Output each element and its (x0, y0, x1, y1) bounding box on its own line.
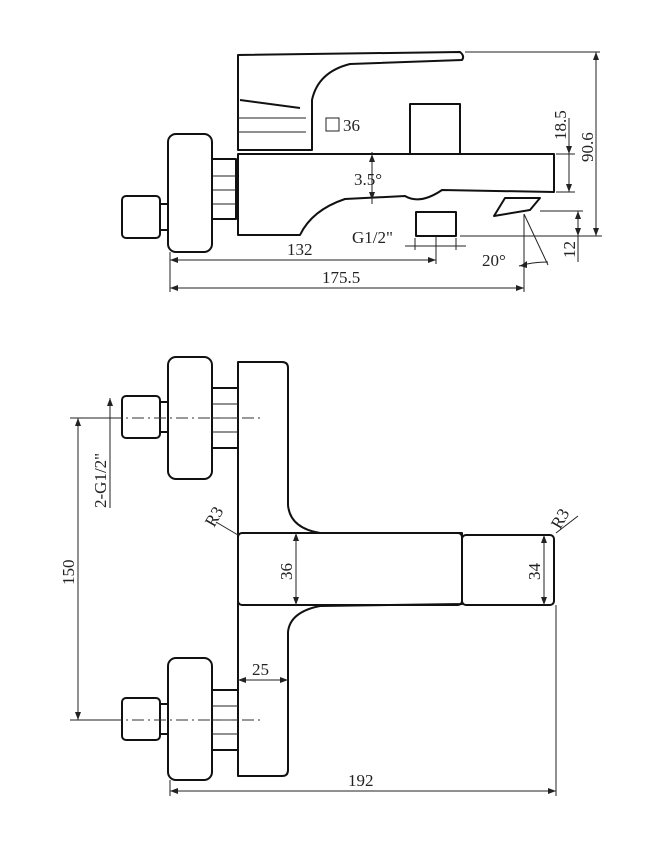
dim-thread-label: 2-G1/2" (91, 453, 110, 508)
top-view: 2-G1/2" 150 R3 R3 36 34 25 192 (59, 356, 579, 796)
dim-36-top-label: 36 (277, 563, 296, 580)
faucet-body (237, 153, 555, 236)
lower-connector (121, 697, 161, 741)
dim-g12-label: G1/2" (352, 228, 393, 247)
dim-192-label: 192 (348, 771, 374, 790)
upper-connector (121, 395, 161, 439)
eccentric-connector (121, 195, 161, 239)
dim-angle-label: 3.5° (354, 170, 382, 189)
body-top (237, 361, 463, 777)
dim-90-6-label: 90.6 (578, 132, 597, 162)
dim-175-5-label: 175.5 (322, 268, 360, 287)
diverter-outlet (415, 211, 457, 237)
dim-18-5-label: 18.5 (551, 110, 570, 140)
dim-25-label: 25 (252, 660, 269, 679)
dim-150-label: 150 (59, 560, 78, 586)
spout-tip (461, 534, 555, 606)
spout-outlet (493, 197, 541, 217)
lever-handle (237, 51, 465, 151)
wall-flange (167, 133, 213, 253)
dim-132-label: 132 (287, 240, 313, 259)
dim-34-label: 34 (525, 563, 544, 581)
square-symbol (325, 117, 340, 132)
dim-r3-right-label: R3 (547, 505, 573, 532)
lower-flange (167, 657, 213, 781)
spout-top (237, 532, 463, 606)
cartridge-cap (409, 103, 461, 155)
dim-36-label: 36 (343, 116, 360, 135)
dim-20deg-label: 20° (482, 251, 506, 270)
side-view: 36 18.5 90.6 3.5° G1/2" 132 20° 12 175.5 (121, 51, 602, 292)
dim-12-label: 12 (560, 241, 579, 258)
connector-nut (211, 158, 237, 220)
